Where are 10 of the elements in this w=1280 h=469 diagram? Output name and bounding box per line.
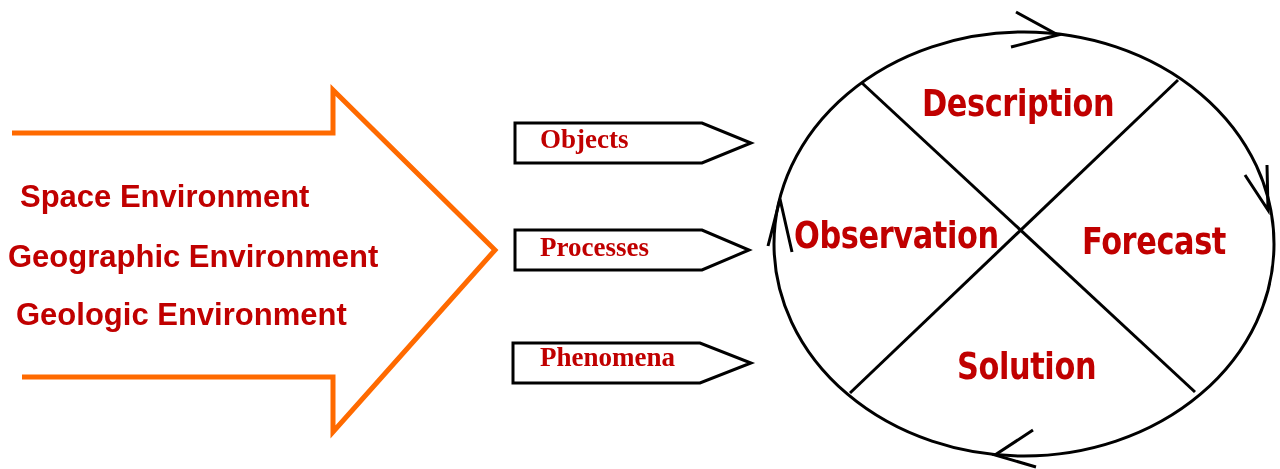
quadrant-label: Forecast [1082, 222, 1226, 260]
environment-label: Geographic Environment [8, 241, 379, 272]
tag-label: Phenomena [540, 344, 675, 371]
environment-label: Geologic Environment [16, 299, 347, 330]
tag-label: Processes [540, 234, 649, 261]
quadrant-label: Observation [794, 216, 999, 254]
quadrant-label: Description [922, 84, 1115, 122]
quadrant-label: Solution [957, 347, 1097, 385]
environment-label: Space Environment [20, 181, 310, 212]
tag-label: Objects [540, 126, 629, 153]
